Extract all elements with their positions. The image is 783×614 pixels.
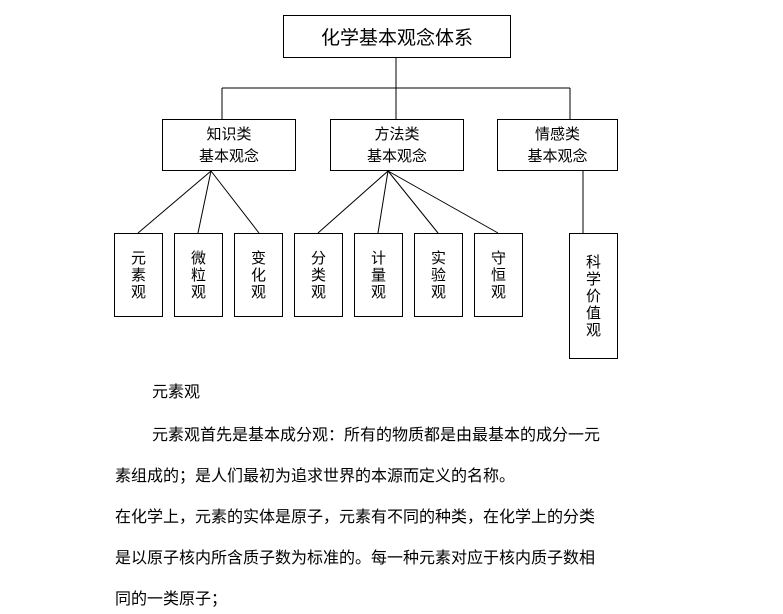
link-shouheng [387, 170, 499, 234]
leaf-jiliang-box: 计量观 [354, 233, 403, 317]
leaf-fenlei-label: 分类观 [310, 248, 326, 301]
category-knowledge-line2: 基本观念 [198, 147, 259, 165]
link-fenlei [317, 170, 389, 234]
link-weili [197, 170, 212, 234]
link-shiyan [387, 170, 439, 234]
leaf-bianhua-label: 变化观 [250, 248, 266, 301]
category-knowledge-line1: 知识类 [206, 125, 252, 143]
link-jiliang [377, 170, 389, 234]
category-method-box: 方法类 基本观念 [330, 119, 464, 171]
paragraph-2-line-2: 是以原子核内所含质子数为标准的。每一种元素对应于核内质子数相 [115, 548, 596, 567]
link-bianhua [210, 170, 260, 234]
leaf-kexue-box: 科学价值观 [569, 233, 618, 359]
paragraph-2-line-3: 同的一类原子； [115, 589, 228, 608]
leaf-kexue-label: 科学价值观 [585, 252, 601, 339]
category-emotion-line1: 情感类 [534, 125, 580, 143]
leaf-yuansu-box: 元素观 [114, 233, 163, 317]
root-label: 化学基本观念体系 [320, 27, 473, 49]
category-emotion-line2: 基本观念 [527, 147, 588, 165]
leaf-fenlei-box: 分类观 [294, 233, 343, 317]
category-method-line2: 基本观念 [366, 147, 427, 165]
category-knowledge-box: 知识类 基本观念 [162, 119, 296, 171]
category-emotion-box: 情感类 基本观念 [497, 119, 618, 171]
leaf-shouheng-label: 守恒观 [490, 248, 506, 301]
leaf-bianhua-box: 变化观 [234, 233, 283, 317]
leaf-jiliang-label: 计量观 [370, 248, 386, 301]
leaf-shiyan-box: 实验观 [414, 233, 463, 317]
leaf-yuansu-label: 元素观 [130, 248, 146, 301]
category-method-line1: 方法类 [374, 125, 420, 143]
paragraph-2-line-1: 在化学上，元素的实体是原子，元素有不同的种类，在化学上的分类 [115, 507, 596, 526]
link-yuansu [137, 170, 212, 234]
leaf-shiyan-label: 实验观 [430, 248, 446, 301]
paragraph-1-line-2: 素组成的；是人们最初为追求世界的本源而定义的名称。 [115, 466, 516, 485]
section-heading: 元素观 [152, 382, 201, 401]
paragraph-1-line-1: 元素观首先是基本成分观：所有的物质都是由最基本的成分一元 [152, 425, 601, 444]
leaf-weili-label: 微粒观 [190, 248, 206, 301]
leaf-shouheng-box: 守恒观 [474, 233, 523, 317]
root-box: 化学基本观念体系 [283, 15, 511, 58]
leaf-weili-box: 微粒观 [174, 233, 223, 317]
